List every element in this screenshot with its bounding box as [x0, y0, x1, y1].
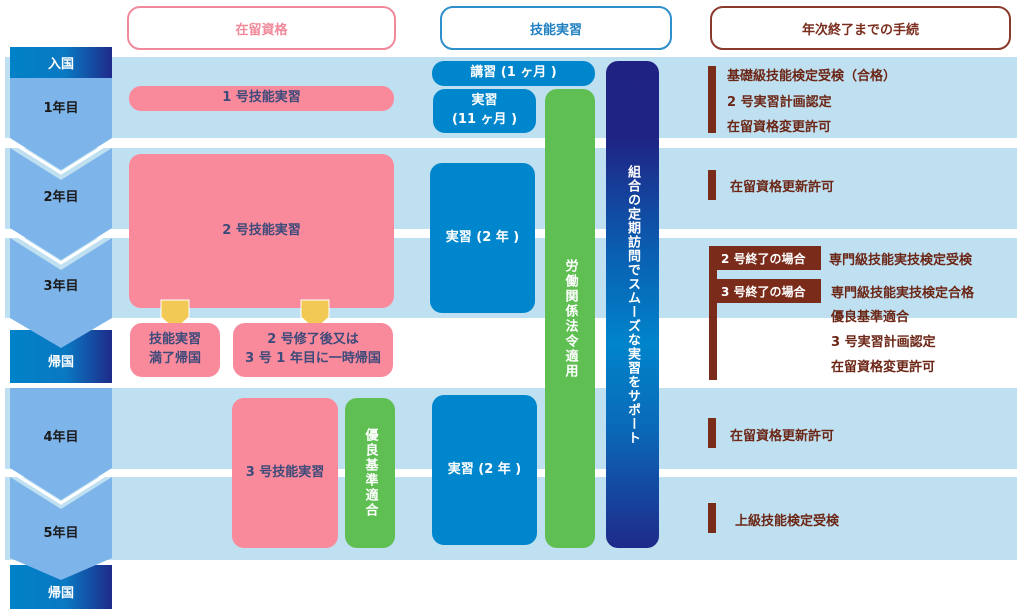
- practice-2yr-box-b: 実習 (2 年 ): [432, 395, 537, 545]
- return-after-completion-box: 技能実習 満了帰国: [130, 323, 220, 377]
- procedure-year4-item: 在留資格更新許可: [730, 429, 835, 444]
- practice-year1-box: 実習 (11 ヶ月 ): [433, 89, 536, 133]
- practice-2yr-box-a: 実習 (2 年 ): [430, 163, 535, 313]
- header-technical-training: 技能実習: [440, 6, 672, 50]
- status-no2-training: 2 号技能実習: [129, 154, 394, 308]
- procedure-case3-item: 優良基準適合: [831, 310, 910, 325]
- lecture-label: 講習 (1 ヶ月 ): [470, 65, 557, 81]
- union-support-label: 組合の定期訪問でスムーズな実習をサポート: [625, 164, 640, 445]
- procedure-year1-item: 基礎級技能検定受検（合格）: [727, 69, 897, 84]
- procedure-year1-item: 在留資格変更許可: [727, 120, 832, 135]
- year-arrow-3: [10, 238, 112, 348]
- union-support-column: 組合の定期訪問でスムーズな実習をサポート: [606, 61, 659, 548]
- return-after-completion-line-1: 技能実習: [148, 332, 201, 348]
- header-procedures-label: 年次終了までの手続: [801, 22, 919, 38]
- header-training-label: 技能実習: [529, 22, 582, 38]
- excellent-criteria-box: 優良基準適合: [345, 398, 395, 548]
- case-no2-label: 2 号終了の場合: [709, 246, 821, 270]
- year-label-2: 2年目: [43, 189, 79, 205]
- entry-box: 入国: [10, 47, 112, 78]
- year-arrows: [9, 78, 113, 580]
- procedure-marker-year4: [708, 418, 716, 448]
- lecture-pill: 講習 (1 ヶ月 ): [432, 61, 595, 86]
- entry-label: 入国: [47, 57, 74, 72]
- return-mid-label: 帰国: [47, 355, 74, 370]
- arrow-separator: [9, 139, 113, 175]
- procedure-case3-item: 専門級技能実技検定合格: [831, 286, 975, 301]
- status-no2-label: 2 号技能実習: [222, 222, 301, 238]
- practice-year1-line-1: 実習: [471, 93, 498, 109]
- year-arrow-5: [10, 477, 112, 580]
- labor-law-column: 労働関係法令適用: [545, 89, 595, 548]
- year-label-5: 5年目: [43, 525, 79, 541]
- year-label-3: 3年目: [43, 278, 79, 294]
- header-status-label: 在留資格: [235, 22, 288, 38]
- return-end-label: 帰国: [47, 585, 74, 601]
- procedure-marker-year1: [708, 66, 716, 133]
- procedure-year2-item: 在留資格更新許可: [730, 180, 835, 195]
- procedure-case3-item: 在留資格変更許可: [831, 360, 936, 375]
- temporary-return-box: 2 号修了後又は 3 号 1 年目に一時帰国: [233, 323, 393, 377]
- status-no3-training: 3 号技能実習: [232, 398, 338, 548]
- procedure-marker-year5: [708, 503, 716, 533]
- temporary-return-line-2: 3 号 1 年目に一時帰国: [245, 351, 381, 366]
- year-label-4: 4年目: [43, 429, 79, 445]
- temporary-return-line-1: 2 号修了後又は: [267, 332, 359, 348]
- arrow-separator: [9, 469, 113, 505]
- procedure-marker-year3: [709, 246, 717, 380]
- header-status-of-residence: 在留資格: [127, 6, 396, 50]
- practice-2yr-b-label: 実習 (2 年 ): [447, 461, 522, 477]
- year-arrow-1: [10, 78, 112, 170]
- status-no1-training: 1 号技能実習: [129, 86, 394, 111]
- procedure-case3-item: 3 号実習計画認定: [831, 335, 936, 350]
- arrow-separator: [9, 229, 113, 265]
- year-arrow-4: [10, 388, 112, 500]
- labor-law-label: 労働関係法令適用: [562, 258, 578, 379]
- practice-2yr-a-label: 実習 (2 年 ): [445, 229, 520, 245]
- procedure-year5-item: 上級技能検定受検: [735, 514, 840, 529]
- year-label-1: 1年目: [43, 100, 79, 116]
- procedure-year1-item: 2 号実習計画認定: [727, 95, 832, 110]
- excellent-criteria-label: 優良基準適合: [362, 428, 378, 518]
- return-after-completion-line-2: 満了帰国: [148, 351, 201, 366]
- practice-year1-line-2: (11 ヶ月 ): [451, 112, 518, 127]
- case-no3-label: 3 号終了の場合: [709, 279, 821, 303]
- procedure-case2-item: 専門級技能実技検定受検: [829, 253, 973, 268]
- header-procedures: 年次終了までの手続: [710, 6, 1011, 50]
- status-no3-label: 3 号技能実習: [245, 464, 325, 480]
- status-no1-label: 1 号技能実習: [222, 90, 301, 106]
- year-arrow-2: [10, 148, 112, 260]
- procedure-marker-year2: [708, 170, 716, 200]
